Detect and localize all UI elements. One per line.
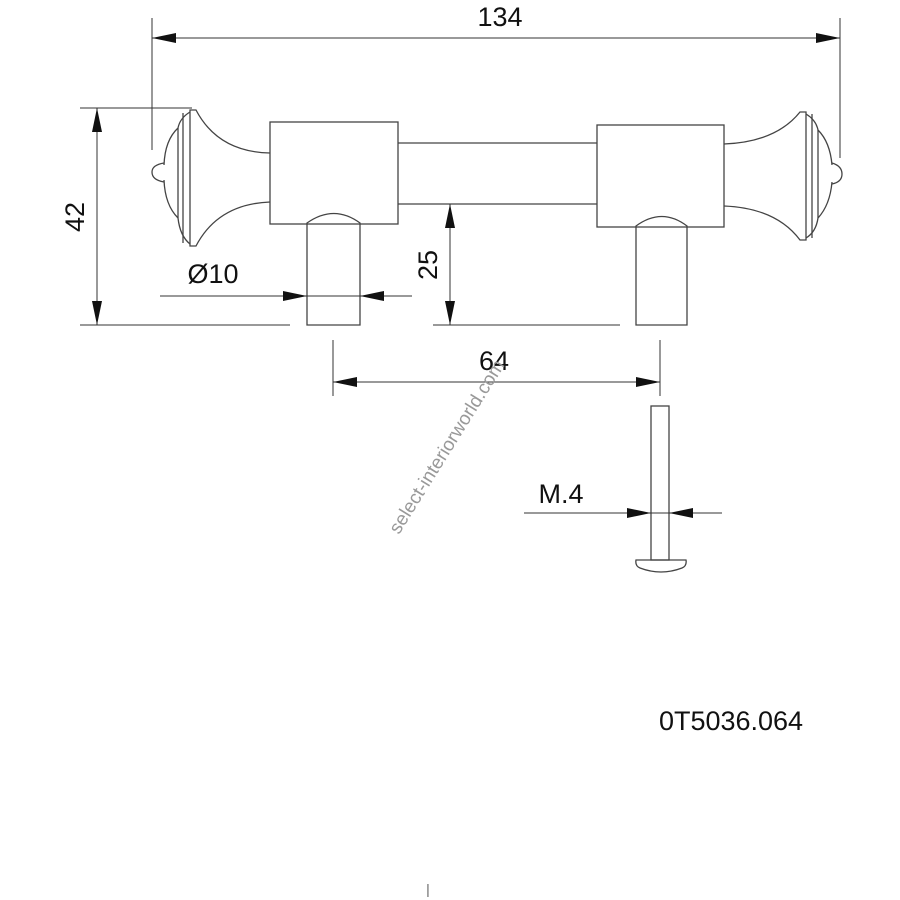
dimension-post-height: 25: [413, 204, 620, 326]
label-overall-length: 134: [477, 2, 522, 32]
label-screw-thread: M.4: [538, 479, 583, 509]
label-center-distance: 64: [479, 346, 509, 376]
label-post-diameter: Ø10: [187, 259, 238, 289]
dimension-center-distance: 64: [332, 340, 661, 396]
label-post-height: 25: [413, 250, 443, 280]
watermark: select-interiorworld.com: [385, 356, 509, 537]
screw: [635, 405, 687, 573]
dimension-overall-height: 42: [60, 107, 290, 326]
footer-mark: |: [426, 881, 430, 897]
dimension-post-diameter: Ø10: [160, 259, 412, 301]
label-overall-height: 42: [60, 202, 90, 232]
part-number: 0T5036.064: [659, 706, 803, 736]
dimension-overall-length: 134: [151, 2, 841, 158]
handle-outline: [151, 109, 843, 326]
dimension-screw-thread: M.4: [524, 479, 722, 518]
